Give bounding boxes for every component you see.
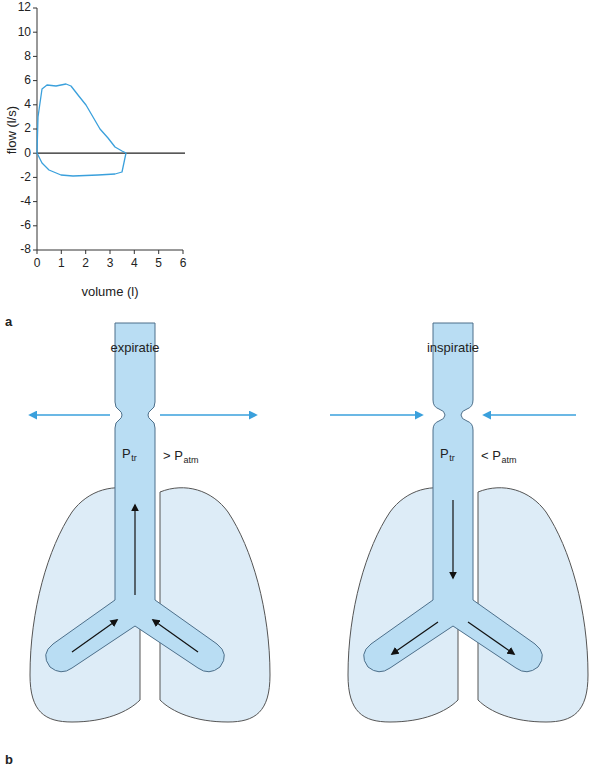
inspiration-lungs <box>330 323 588 722</box>
flow-arrow <box>452 500 453 578</box>
tick-label: 4 <box>131 257 138 270</box>
pressure-arrow <box>160 414 256 416</box>
pressure-subscript: tr <box>131 454 137 464</box>
tick-label: -6 <box>20 219 31 232</box>
pressure-subscript: atm <box>501 456 516 466</box>
tick-label: 12 <box>18 1 31 14</box>
pressure-arrow <box>30 414 110 416</box>
flow-arrow <box>468 622 514 654</box>
tick-label: 0 <box>24 147 31 160</box>
tick-label: 5 <box>155 257 162 270</box>
tick-label: 6 <box>180 257 187 270</box>
tick-label: -2 <box>20 171 31 184</box>
axis-title: volume (l) <box>81 285 138 299</box>
tick-label: 4 <box>24 98 31 111</box>
flow-volume-chart <box>33 8 185 254</box>
zero-line <box>37 153 185 154</box>
axis-title: flow (l/s) <box>5 106 19 154</box>
flow-arrow <box>134 505 135 595</box>
pressure-arrow <box>330 414 422 416</box>
tick-label: 2 <box>24 122 31 135</box>
pressure-symbol: P <box>440 447 449 461</box>
pressure-relation: < P <box>481 449 501 463</box>
tick-label: 2 <box>82 257 89 270</box>
tick-label: 10 <box>18 26 31 39</box>
expiration-lungs <box>30 323 270 722</box>
pressure-subscript: atm <box>183 456 198 466</box>
pressure-arrow <box>484 414 576 416</box>
tick-label: 8 <box>24 50 31 63</box>
x-ticks <box>37 250 183 254</box>
flow-volume-loop <box>37 84 126 176</box>
pressure-relation: > P <box>163 449 183 463</box>
tick-label: 6 <box>24 74 31 87</box>
panel-letter: b <box>5 753 13 767</box>
phase-title: inspiratie <box>427 341 479 355</box>
flow-arrow <box>153 620 198 652</box>
tick-label: 0 <box>34 257 41 270</box>
tick-label: -4 <box>20 195 31 208</box>
airway <box>46 323 225 672</box>
y-ticks <box>33 8 37 250</box>
flow-arrow <box>72 620 117 652</box>
tick-label: 3 <box>107 257 114 270</box>
tick-label: -8 <box>20 243 31 256</box>
phase-title: expiratie <box>110 341 159 355</box>
panel-letter: a <box>5 315 12 329</box>
pressure-symbol: P <box>122 447 131 461</box>
pressure-subscript: tr <box>449 454 455 464</box>
flow-arrow <box>392 622 438 654</box>
airway <box>364 323 543 672</box>
tick-label: 1 <box>58 257 65 270</box>
